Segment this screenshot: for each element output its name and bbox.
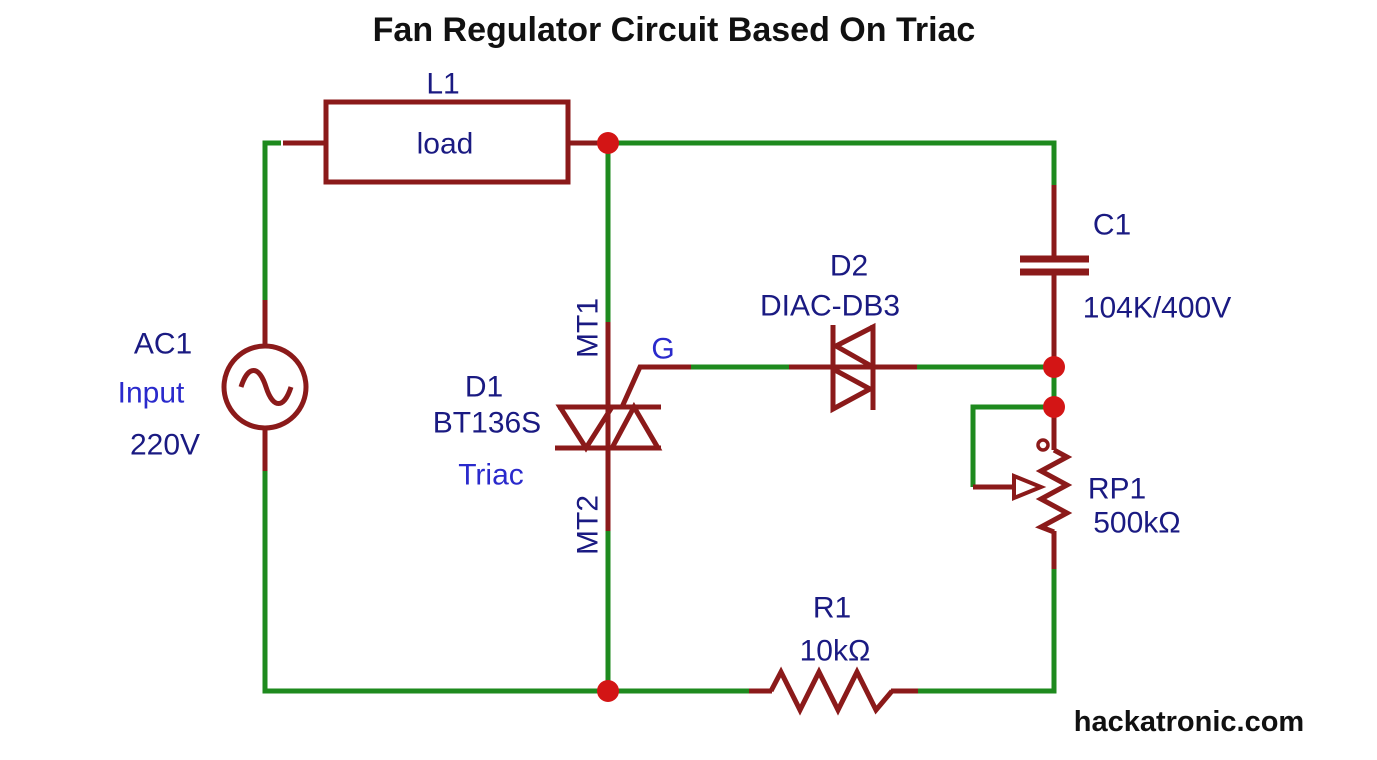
triac-ref-label: D1: [465, 371, 503, 404]
source-role-label: Input: [118, 377, 185, 410]
triac-part-label: BT136S: [433, 407, 541, 440]
potentiometer-zigzag: [1035, 447, 1073, 535]
wire-wiper: [970, 404, 1049, 487]
capacitor-value-label: 104K/400V: [1083, 292, 1231, 325]
load-name-label: load: [417, 128, 474, 161]
potentiometer-symbol: [973, 438, 1073, 535]
load-symbol: [323, 99, 571, 185]
potentiometer-ref-label: RP1: [1088, 473, 1146, 506]
triac-gate-label: G: [651, 333, 674, 366]
wire-bottom-left: [262, 469, 750, 694]
resistor-zigzag: [768, 666, 894, 716]
triac-type-label: Triac: [458, 459, 524, 492]
wire-load-to-source: [262, 140, 281, 302]
source-ref-label: AC1: [134, 328, 192, 361]
junction-dots: [597, 132, 1065, 702]
diac-symbol: [830, 322, 876, 414]
resistor-ref-label: R1: [813, 592, 851, 625]
diac-part-label: DIAC-DB3: [760, 290, 900, 323]
page-title: Fan Regulator Circuit Based On Triac: [373, 11, 976, 49]
wire-bottom-right: [917, 567, 1057, 694]
junction-dot: [597, 680, 619, 702]
wires-green: [262, 140, 1057, 694]
resistor-value-label: 10kΩ: [800, 635, 871, 668]
load-ref-label: L1: [426, 68, 459, 101]
diac-triangle-top: [830, 322, 876, 372]
wiper-arrow-icon: [1012, 473, 1047, 501]
triac-triangle-right: [607, 401, 663, 451]
junction-dot: [1043, 356, 1065, 378]
capacitor-symbol: [1020, 255, 1089, 276]
source-value-label: 220V: [130, 429, 200, 462]
triac-triangle-left: [555, 404, 617, 453]
diac-triangle-bottom: [830, 364, 876, 414]
triac-mt2-label: MT2: [572, 495, 605, 555]
capacitor-ref-label: C1: [1093, 209, 1131, 242]
sine-wave-icon: [238, 368, 294, 406]
junction-dot: [1043, 396, 1065, 418]
potentiometer-value-label: 500kΩ: [1093, 507, 1180, 540]
triac-mt1-label: MT1: [572, 298, 605, 358]
watermark: hackatronic.com: [1074, 706, 1304, 738]
junction-dot: [597, 132, 619, 154]
diac-ref-label: D2: [830, 250, 868, 283]
triac-symbol: [555, 364, 691, 453]
triac-gate-lead: [619, 364, 691, 409]
wires-red-stubs: [262, 140, 1057, 694]
potentiometer-dot-icon: [1036, 438, 1050, 452]
wire-top-run: [608, 140, 1057, 187]
